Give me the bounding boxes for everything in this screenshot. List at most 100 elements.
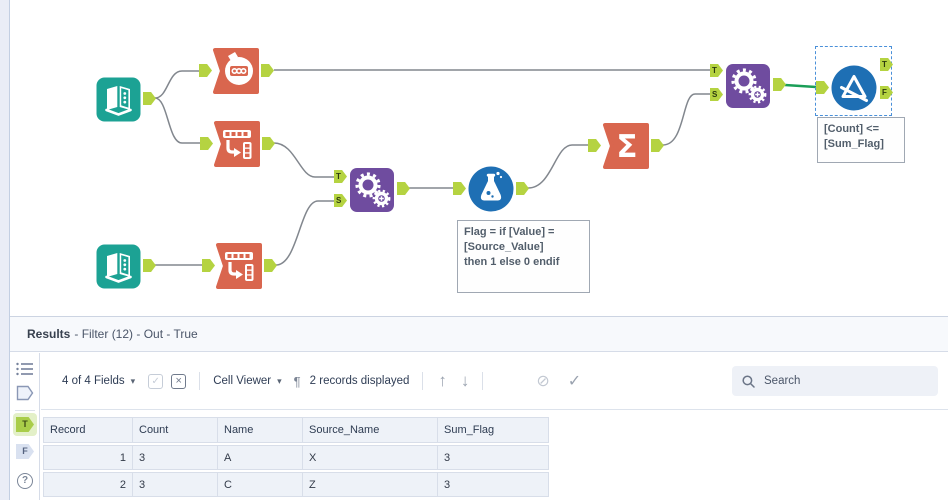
output-anchor[interactable] [264, 259, 277, 272]
chevron-down-icon[interactable]: ▾ [130, 375, 136, 386]
input-anchor[interactable] [453, 182, 466, 195]
cell-viewer-dropdown[interactable]: Cell Viewer [213, 375, 272, 387]
block-icon[interactable]: ⊘ [536, 373, 550, 390]
results-sidebar: T F ? [10, 353, 40, 500]
input-anchor-t[interactable]: T [710, 64, 723, 77]
search-input[interactable] [762, 374, 922, 388]
table-cell[interactable]: C [218, 472, 303, 497]
input-anchor[interactable] [202, 259, 215, 272]
connection[interactable] [527, 144, 588, 189]
input-anchor-s[interactable]: S [710, 88, 723, 101]
connection-selected[interactable] [784, 83, 817, 89]
output-anchor-false[interactable]: F [880, 86, 893, 99]
summarize-tool[interactable]: Σ [602, 122, 650, 170]
output-anchor-true[interactable]: T [880, 58, 893, 71]
help-button[interactable]: ? [10, 473, 40, 489]
record-id-tool[interactable] [212, 47, 260, 95]
annotation-line: [Source_Value] [464, 241, 544, 253]
filter-annotation[interactable]: [Count] <= [Sum_Flag] [817, 117, 905, 163]
table-row[interactable]: 1 3 A X 3 [43, 445, 948, 470]
filter-icon [831, 65, 877, 111]
chevron-down-icon[interactable]: ▾ [277, 375, 282, 386]
apply-check-icon[interactable]: ✓ [567, 373, 582, 390]
table-cell[interactable]: 1 [43, 445, 133, 470]
annotation-line: [Sum_Flag] [824, 138, 884, 150]
column-header[interactable]: Count [133, 417, 218, 443]
arrow-down-icon[interactable]: ↓ [460, 371, 470, 390]
input-anchor-s[interactable]: S [334, 194, 347, 207]
column-header[interactable]: Record [43, 417, 133, 443]
transpose-tool-1[interactable] [213, 120, 261, 168]
column-header[interactable]: Source_Name [303, 417, 438, 443]
formula-tool[interactable] [467, 165, 515, 213]
search-box[interactable] [732, 366, 938, 396]
fields-dropdown[interactable]: 4 of 4 Fields [62, 375, 125, 387]
connection[interactable] [662, 93, 710, 146]
results-body: T F ? 4 of 4 Fields ▾ ✓ × Cell V [10, 353, 948, 500]
deselect-all-button[interactable]: × [171, 373, 187, 389]
column-header[interactable]: Name [218, 417, 303, 443]
formula-annotation[interactable]: Flag = if [Value] = [Source_Value] then … [457, 220, 590, 293]
table-cell[interactable]: X [303, 445, 438, 470]
input-anchor[interactable] [199, 64, 212, 77]
table-cell[interactable]: 3 [438, 445, 549, 470]
column-header[interactable]: Sum_Flag [438, 417, 549, 443]
filter-tool[interactable] [830, 64, 878, 112]
table-row[interactable]: 2 3 C Z 3 [43, 472, 948, 497]
results-main: 4 of 4 Fields ▾ ✓ × Cell Viewer ▾ ¶ 2 re… [41, 353, 948, 500]
output-anchor[interactable] [143, 259, 156, 272]
input-anchor[interactable] [588, 139, 601, 152]
connections-layer [154, 69, 817, 266]
input-data-tool-2[interactable] [95, 243, 142, 290]
table-cell[interactable]: A [218, 445, 303, 470]
connection[interactable] [275, 200, 334, 266]
table-cell[interactable]: Z [303, 472, 438, 497]
workflow-canvas[interactable]: Σ [0, 0, 948, 316]
output-anchor[interactable] [516, 182, 529, 195]
append-fields-tool-1[interactable] [348, 166, 396, 214]
results-title: Results [27, 327, 71, 341]
connection[interactable] [154, 70, 199, 99]
output-anchor[interactable] [143, 92, 156, 105]
connection[interactable] [273, 142, 334, 178]
output-anchor[interactable] [261, 64, 274, 77]
input-data-tool-1[interactable] [95, 76, 142, 123]
sidebar-divider [15, 410, 35, 411]
window-edge-strip [0, 0, 10, 500]
arrow-up-icon[interactable]: ↑ [438, 371, 447, 390]
f-anchor-icon: F [16, 444, 34, 459]
transpose-tool-2[interactable] [215, 242, 263, 290]
append-fields-tool-2[interactable] [724, 62, 772, 110]
list-icon [16, 362, 33, 376]
whitespace-toggle[interactable]: ¶ [293, 373, 301, 389]
annotation-line: then 1 else 0 endif [464, 256, 560, 268]
summarize-icon: Σ [603, 123, 649, 169]
input-data-icon [96, 77, 141, 122]
results-toolbar: 4 of 4 Fields ▾ ✓ × Cell Viewer ▾ ¶ 2 re… [41, 353, 948, 410]
help-icon: ? [17, 473, 33, 489]
connection[interactable] [154, 97, 200, 144]
output-anchor[interactable] [773, 78, 786, 91]
records-view-button[interactable] [10, 362, 40, 376]
input-anchor-t[interactable]: T [334, 170, 347, 183]
input-anchor[interactable] [816, 81, 829, 94]
true-output-anchor-button[interactable]: T [10, 413, 40, 436]
append-fields-icon [726, 64, 770, 108]
false-output-anchor-button[interactable]: F [10, 444, 40, 459]
output-anchor[interactable] [397, 182, 410, 195]
table-cell[interactable]: 2 [43, 472, 133, 497]
input-anchor[interactable] [200, 137, 213, 150]
sigma-glyph: Σ [616, 129, 637, 165]
select-all-checkbox[interactable]: ✓ [148, 373, 164, 389]
banner-icon [16, 385, 34, 401]
table-cell[interactable]: 3 [133, 445, 218, 470]
output-anchor[interactable] [262, 137, 275, 150]
transpose-icon [216, 243, 262, 289]
annotation-line: Flag = if [Value] = [464, 226, 555, 238]
metadata-view-button[interactable] [10, 385, 40, 401]
table-cell[interactable]: 3 [438, 472, 549, 497]
formula-icon [468, 166, 514, 212]
output-anchor[interactable] [651, 139, 664, 152]
table-cell[interactable]: 3 [133, 472, 218, 497]
